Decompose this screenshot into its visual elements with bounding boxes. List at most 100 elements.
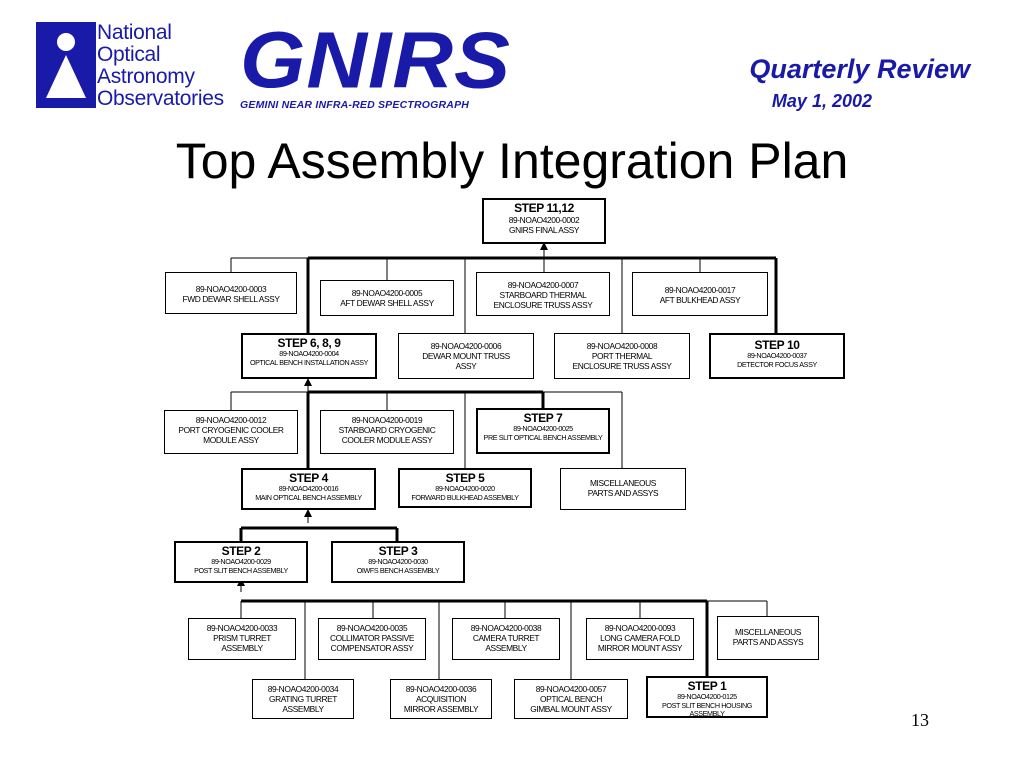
step-label: STEP 1: [687, 679, 727, 693]
step-10-box: STEP 10 89-NOAO4200-0037 DETECTOR FOCUS …: [709, 333, 845, 379]
assembly-name: GNIRS FINAL ASSY: [508, 225, 580, 235]
review-title: Quarterly Review: [749, 54, 970, 84]
assembly-name: ASSEMBLY: [485, 643, 527, 653]
part-number: 89-NOAO4200-0033: [206, 623, 278, 633]
part-number: 89-NOAO4200-0003: [195, 284, 267, 294]
assembly-name: ENCLOSURE TRUSS ASSY: [493, 300, 593, 310]
step-label: STEP 3: [378, 544, 418, 558]
assembly-name: COOLER MODULE ASSY: [341, 435, 433, 445]
part-number: 89-NOAO4200-0035: [336, 623, 408, 633]
assembly-name: POST SLIT BENCH ASSEMBLY: [194, 565, 288, 575]
part-number: 89-NOAO4200-0012: [195, 415, 267, 425]
assembly-name: POST SLIT BENCH HOUSING ASSEMBLY: [662, 700, 752, 718]
step-label: STEP 10: [754, 338, 800, 352]
assy-0019-box: 89-NOAO4200-0019 STARBOARD CRYOGENIC COO…: [320, 410, 454, 454]
part-number: 89-NOAO4200-0029: [211, 557, 271, 566]
assembly-name: PRE SLIT OPTICAL BENCH ASSEMBLY: [483, 432, 603, 442]
part-number: 89-NOAO4200-0038: [470, 623, 542, 633]
part-number: 89-NOAO4200-0034: [267, 684, 339, 694]
step-5-box: STEP 5 89-NOAO4200-0020 FORWARD BULKHEAD…: [398, 468, 532, 508]
step-label: STEP 4: [289, 471, 328, 485]
noao-line-4: Observatories: [97, 87, 224, 110]
assembly-name: MAIN OPTICAL BENCH ASSEMBLY: [255, 492, 362, 502]
step-3-box: STEP 3 89-NOAO4200-0030 OIWFS BENCH ASSE…: [331, 541, 465, 583]
assembly-name: PORT THERMAL: [591, 351, 653, 361]
assembly-name: DETECTOR FOCUS ASSY: [737, 359, 817, 369]
assembly-name: STARBOARD CRYOGENIC: [338, 425, 436, 435]
assy-0006-box: 89-NOAO4200-0006 DEWAR MOUNT TRUSS ASSY: [398, 333, 534, 379]
step-label: STEP 6, 8, 9: [277, 336, 341, 350]
assy-0005-box: 89-NOAO4200-0005 AFT DEWAR SHELL ASSY: [320, 280, 454, 316]
assy-0007-box: 89-NOAO4200-0007 STARBOARD THERMAL ENCLO…: [476, 272, 610, 316]
assy-0036-box: 89-NOAO4200-0036 ACQUISITION MIRROR ASSE…: [390, 679, 492, 719]
misc-label: MISCELLANEOUS: [589, 478, 656, 488]
page-number: 13: [911, 710, 929, 730]
part-number: 89-NOAO4200-0005: [351, 288, 423, 298]
gnirs-subtitle: GEMINI NEAR INFRA-RED SPECTROGRAPH: [240, 99, 470, 111]
assembly-name: PORT CRYOGENIC COOLER: [178, 425, 284, 435]
step-label: STEP 7: [523, 411, 563, 425]
assembly-name: ASSY: [455, 361, 477, 371]
noao-logo-icon: [36, 22, 96, 108]
assembly-name: ASSEMBLY: [282, 704, 324, 714]
part-number: 89-NOAO4200-0007: [507, 280, 579, 290]
assembly-name: FWD DEWAR SHELL ASSY: [182, 294, 280, 304]
assy-0008-box: 89-NOAO4200-0008 PORT THERMAL ENCLOSURE …: [554, 333, 690, 379]
step-1-box: STEP 1 89-NOAO4200-0125 POST SLIT BENCH …: [646, 676, 768, 718]
part-number: 89-NOAO4200-0019: [351, 415, 423, 425]
assembly-name: FORWARD BULKHEAD ASSEMBLY: [411, 492, 519, 502]
assembly-name: OPTICAL BENCH: [540, 694, 602, 704]
misc-label: PARTS AND ASSYS: [587, 488, 659, 498]
step-label: STEP 2: [221, 544, 261, 558]
assembly-name: COMPENSATOR ASSY: [330, 643, 414, 653]
misc-parts-box-1: MISCELLANEOUS PARTS AND ASSYS: [560, 468, 686, 510]
part-number: 89-NOAO4200-0017: [664, 285, 736, 295]
part-number: 89-NOAO4200-0006: [430, 341, 502, 351]
assembly-name: LONG CAMERA FOLD: [600, 633, 680, 643]
assembly-name: MODULE ASSY: [203, 435, 259, 445]
misc-parts-box-2: MISCELLANEOUS PARTS AND ASSYS: [717, 616, 819, 660]
assembly-name: GRATING TURRET: [268, 694, 338, 704]
step-2-box: STEP 2 89-NOAO4200-0029 POST SLIT BENCH …: [174, 541, 308, 583]
part-number: 89-NOAO4200-0002: [508, 215, 580, 225]
assembly-name: MIRROR ASSEMBLY: [403, 704, 479, 714]
noao-line-3: Astronomy: [97, 65, 195, 88]
assy-0038-box: 89-NOAO4200-0038 CAMERA TURRET ASSEMBLY: [452, 618, 560, 660]
assembly-name: GIMBAL MOUNT ASSY: [530, 704, 612, 714]
assembly-name: ASSEMBLY: [221, 643, 263, 653]
assembly-name: STARBOARD THERMAL: [499, 290, 587, 300]
part-number: 89-NOAO4200-0057: [535, 684, 607, 694]
part-number: 89-NOAO4200-0004: [279, 349, 339, 358]
step-7-box: STEP 7 89-NOAO4200-0025 PRE SLIT OPTICAL…: [476, 408, 610, 454]
part-number: 89-NOAO4200-0037: [747, 351, 807, 360]
noao-line-1: National: [97, 21, 172, 44]
assembly-name: DEWAR MOUNT TRUSS: [422, 351, 510, 361]
misc-label: MISCELLANEOUS: [734, 627, 801, 637]
review-date: May 1, 2002: [771, 91, 872, 111]
part-number: 89-NOAO4200-0125: [677, 692, 737, 701]
part-number: 89-NOAO4200-0016: [278, 484, 339, 493]
assembly-name: ACQUISITION: [415, 694, 467, 704]
assembly-name: AFT DEWAR SHELL ASSY: [340, 298, 434, 308]
assembly-name: OIWFS BENCH ASSEMBLY: [356, 565, 440, 575]
part-number: 89-NOAO4200-0093: [604, 623, 676, 633]
misc-label: PARTS AND ASSYS: [732, 637, 804, 647]
assembly-name: PRISM TURRET: [213, 633, 271, 643]
step-label: STEP 11,12: [514, 201, 574, 215]
assembly-name: MIRROR MOUNT ASSY: [597, 643, 683, 653]
assy-0093-box: 89-NOAO4200-0093 LONG CAMERA FOLD MIRROR…: [586, 618, 694, 660]
assy-0034-box: 89-NOAO4200-0034 GRATING TURRET ASSEMBLY: [252, 679, 354, 719]
assembly-name: ENCLOSURE TRUSS ASSY: [572, 361, 672, 371]
assy-0035-box: 89-NOAO4200-0035 COLLIMATOR PASSIVE COMP…: [318, 618, 426, 660]
assy-0033-box: 89-NOAO4200-0033 PRISM TURRET ASSEMBLY: [188, 618, 296, 660]
assy-0003-box: 89-NOAO4200-0003 FWD DEWAR SHELL ASSY: [165, 272, 297, 314]
gnirs-logo-text: GNIRS: [240, 15, 512, 105]
part-number: 89-NOAO4200-0020: [435, 484, 495, 493]
part-number: 89-NOAO4200-0008: [586, 341, 658, 351]
part-number: 89-NOAO4200-0030: [368, 557, 428, 566]
noao-line-2: Optical: [97, 43, 161, 66]
page-title: Top Assembly Integration Plan: [175, 133, 849, 189]
assy-0017-box: 89-NOAO4200-0017 AFT BULKHEAD ASSY: [632, 272, 768, 316]
part-number: 89-NOAO4200-0025: [513, 424, 573, 433]
